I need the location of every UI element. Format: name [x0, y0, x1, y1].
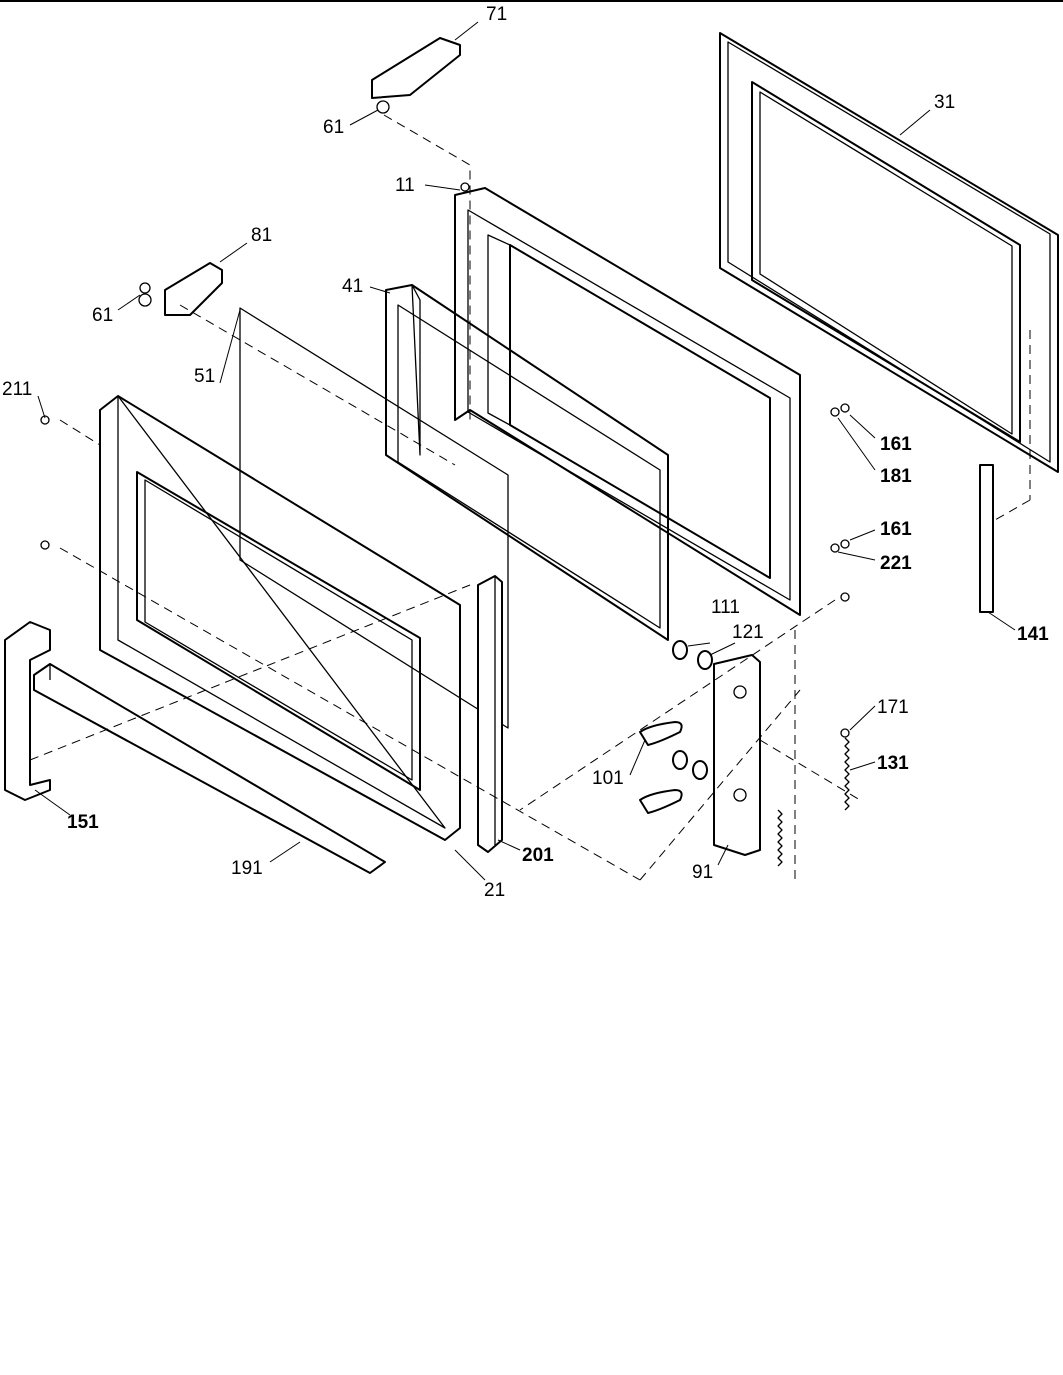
- part-91-latch-assembly: [713, 654, 761, 856]
- part-191-bottom-bar: [33, 663, 386, 874]
- part-11-door-frame: [454, 187, 801, 616]
- callout-31: 31: [934, 92, 956, 113]
- callout-181: 181: [880, 466, 912, 487]
- callout-21: 21: [484, 880, 506, 901]
- callout-121: 121: [732, 622, 764, 643]
- screws: [40, 182, 850, 738]
- callout-211: 211: [2, 379, 33, 400]
- callout-141: 141: [1017, 624, 1049, 645]
- callout-71: 71: [486, 4, 508, 25]
- part-31-door-panel: [719, 32, 1059, 473]
- callout-161-upper: 161: [880, 434, 912, 455]
- callout-61-lower: 61: [92, 305, 114, 326]
- callout-101: 101: [592, 768, 624, 789]
- part-141-strip: [979, 464, 994, 613]
- callout-151: 151: [67, 812, 99, 833]
- callout-91: 91: [692, 862, 714, 883]
- part-71-upper-hinge: [371, 37, 461, 114]
- part-201-side-strip: [477, 575, 503, 853]
- part-51-glass-sheet: [239, 307, 509, 729]
- callout-171: 171: [877, 697, 909, 718]
- part-41-choke-frame: [385, 284, 669, 641]
- part-101-latch-hooks: [639, 721, 683, 814]
- part-151-handle: [4, 621, 51, 801]
- callout-201: 201: [522, 845, 554, 866]
- callout-41: 41: [342, 276, 364, 297]
- callout-191: 191: [231, 858, 263, 879]
- alignment-lines: [29, 114, 1031, 881]
- leader-lines: [34, 21, 1016, 881]
- callout-61-upper: 61: [323, 117, 345, 138]
- part-81-lower-hinge: [138, 262, 223, 316]
- callout-161-lower: 161: [880, 519, 912, 540]
- callout-131: 131: [877, 753, 909, 774]
- part-21-front-frame: [99, 395, 461, 841]
- callout-221: 221: [880, 553, 912, 574]
- part-131-springs: [777, 737, 850, 867]
- callout-111: 111: [711, 597, 740, 618]
- callout-81: 81: [251, 225, 273, 246]
- callout-51: 51: [194, 366, 216, 387]
- top-border-line: [0, 0, 1063, 2]
- callout-11: 11: [395, 175, 415, 196]
- part-111-121-bushings: [672, 640, 713, 780]
